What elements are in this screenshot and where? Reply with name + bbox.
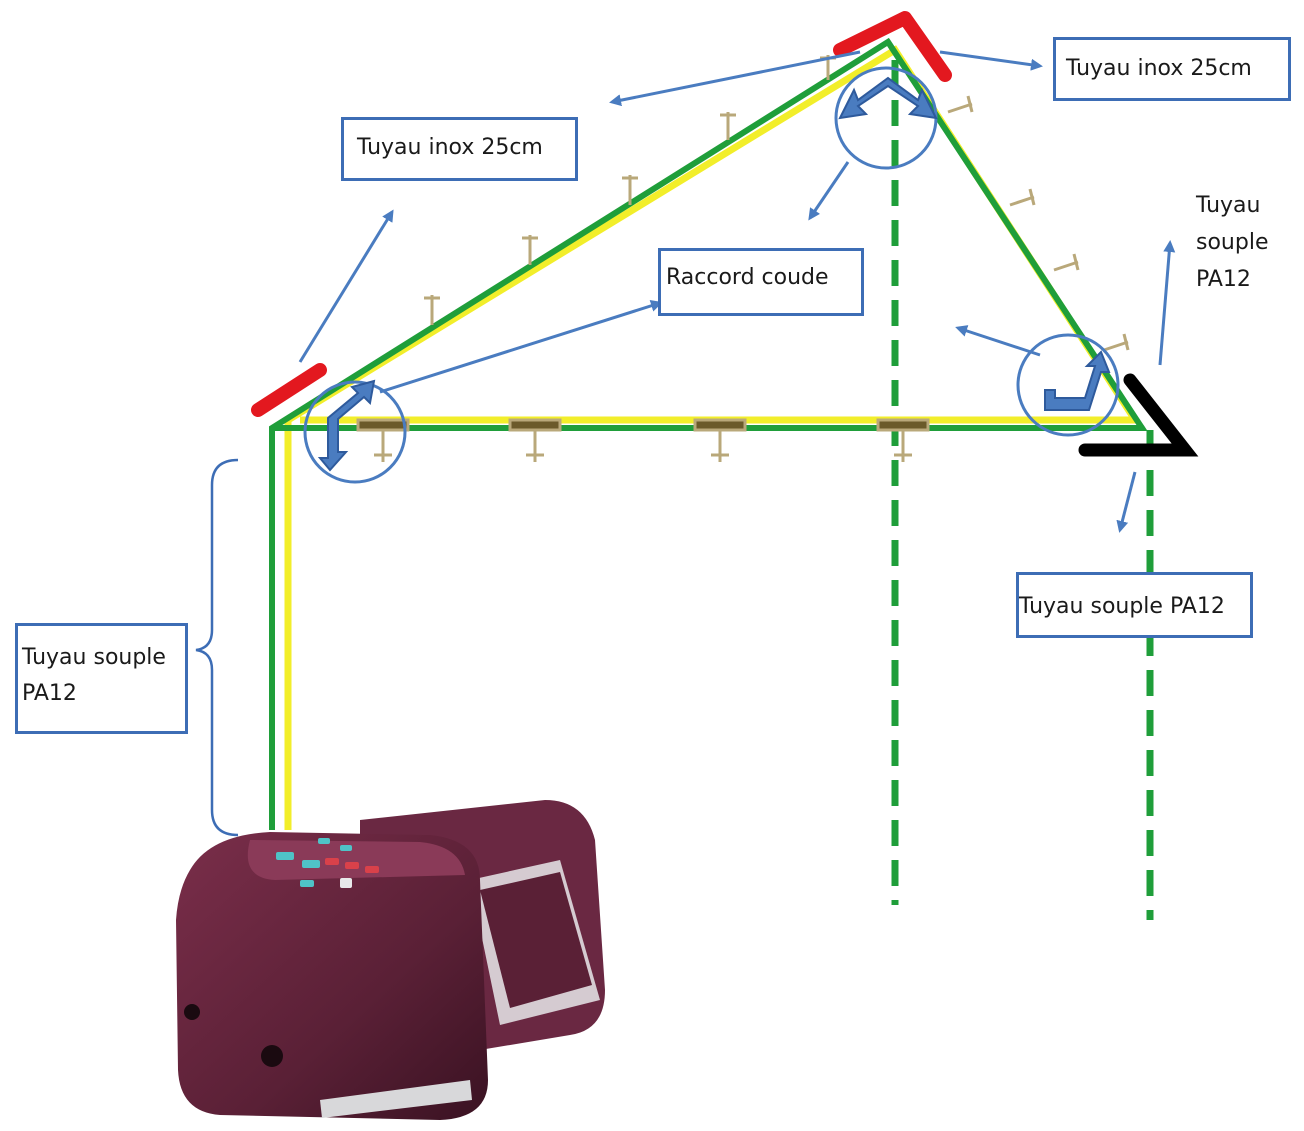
nozzle-icon [356,418,410,462]
label-elbow: Raccord coude [666,265,829,290]
black-corner [1078,373,1199,457]
nozzle-icon [622,175,638,205]
label-bottom-right-hose: Tuyau souple PA12 [1019,594,1225,619]
elbow-rotation-arrow-icon [838,76,938,120]
label-box-elbow [658,248,864,316]
inox-segment-left [251,363,327,417]
nozzles [356,55,1130,462]
label-top-left-pipe: Tuyau inox 25cm [357,135,543,160]
nozzle-icon [424,295,440,325]
label-right-hose-line1: Tuyau [1196,193,1261,218]
label-left-hose-line1: Tuyau souple [22,645,166,670]
elbow-circle-right [1016,333,1120,437]
callout-arrows [298,50,1176,533]
label-right-hose-line2: souple [1196,230,1269,255]
label-box-left-hose [15,623,188,734]
label-left-hose-line2: PA12 [22,681,77,706]
elbow-circle-left [303,380,407,484]
label-top-right-pipe: Tuyau inox 25cm [1066,56,1252,81]
elbow-rotation-arrow-icon [317,379,376,472]
pump-machine-icon [176,800,605,1120]
label-box-top-left-pipe [341,117,578,181]
inox-segment-top [833,11,952,82]
nozzle-icon [720,112,736,140]
label-box-bottom-right-hose [1016,572,1253,638]
nozzle-icon [1009,188,1036,207]
green-pipe [269,37,1148,830]
nozzle-icon [508,418,562,462]
nozzle-icon [522,235,538,265]
label-box-top-right-pipe [1053,37,1291,101]
nozzle-icon [693,418,747,462]
label-right-hose-line3: PA12 [1196,267,1251,292]
nozzle-icon [947,95,974,114]
nozzle-icon [876,418,930,462]
nozzle-icon [1053,253,1080,272]
nozzle-icon [1103,333,1130,352]
elbow-rotation-arrow-icon [1044,350,1111,411]
left-hose-bracket [195,458,239,837]
